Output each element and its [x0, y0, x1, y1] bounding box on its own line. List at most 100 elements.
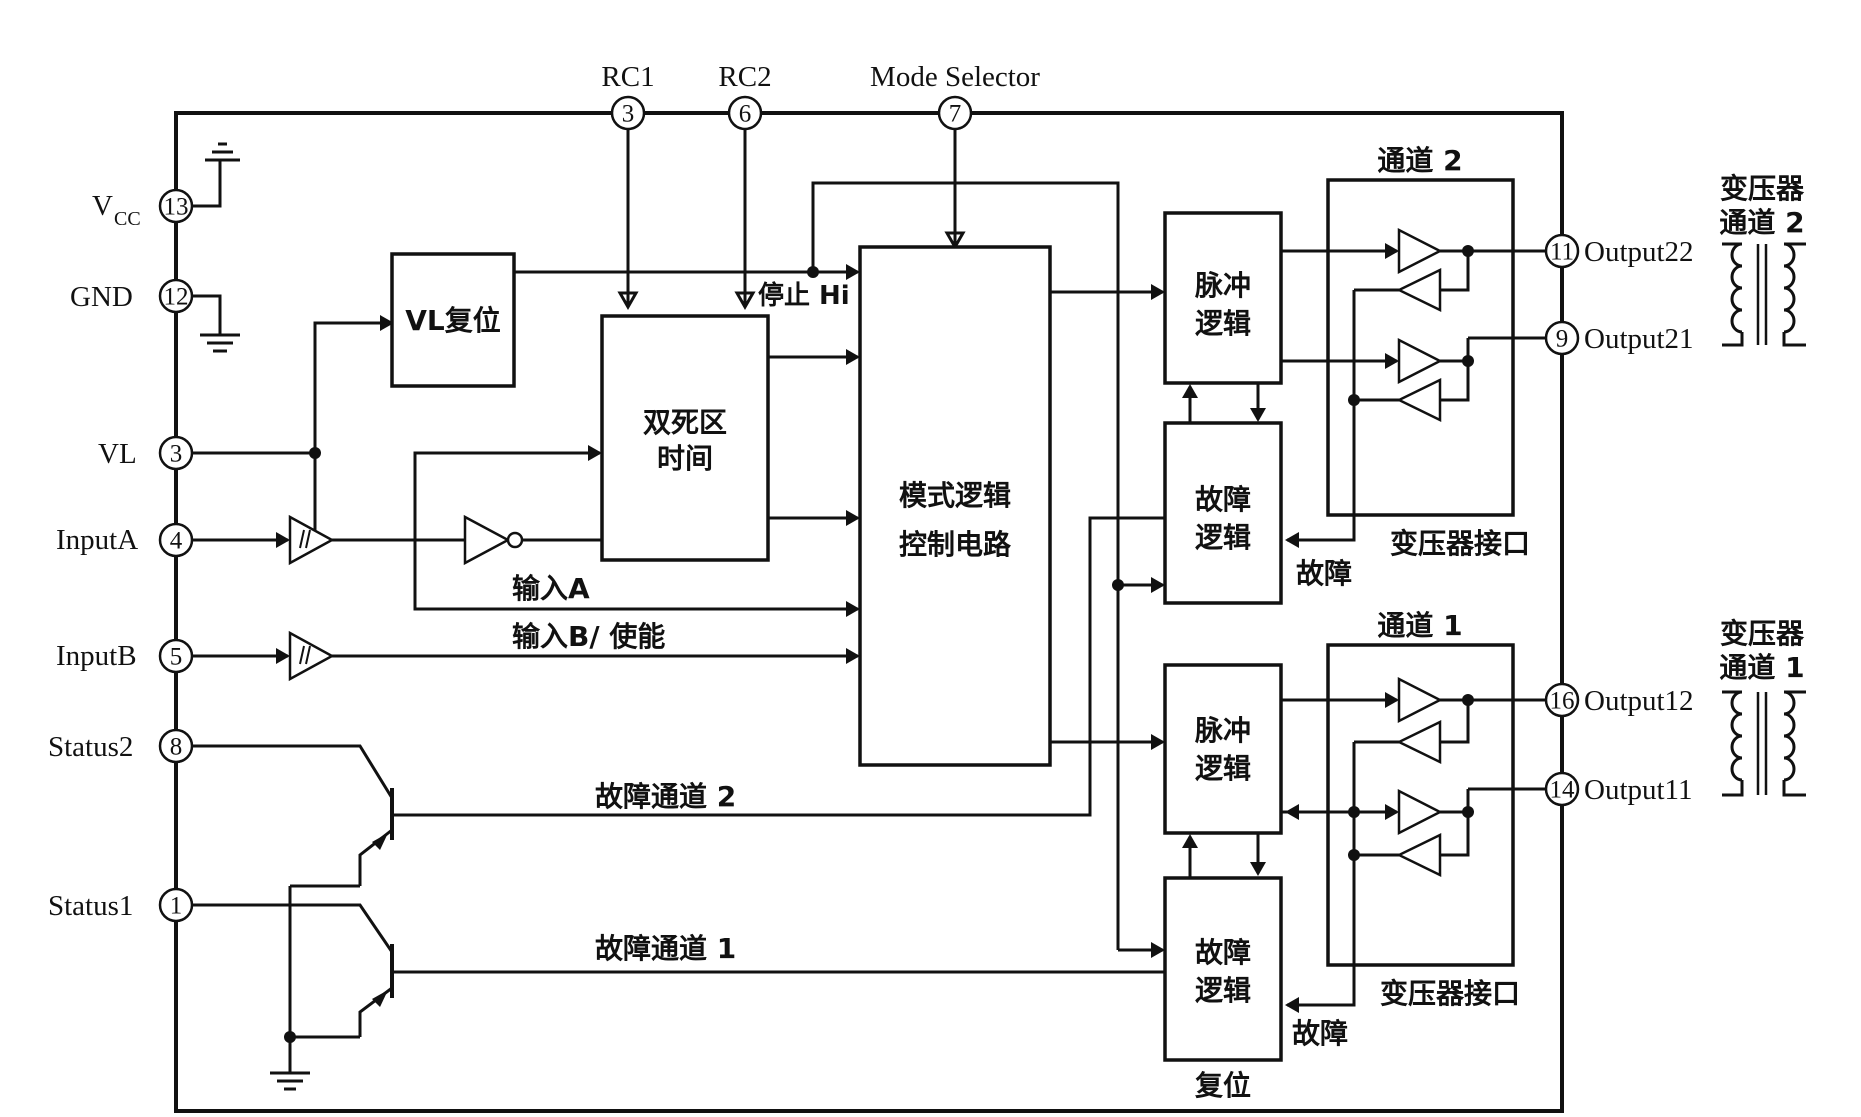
- label-fault-ch2: 故障通道 2: [595, 780, 736, 813]
- dead-time-label-1: 双死区: [643, 406, 727, 439]
- svg-text:1: 1: [170, 893, 183, 920]
- pin-rc1-label: RC1: [601, 61, 654, 93]
- ground-icon: [200, 333, 240, 353]
- wire-inputa-to-mode: [413, 540, 858, 611]
- arrow-rc1: [617, 291, 639, 311]
- mode-logic-block: [858, 245, 1052, 767]
- wire-inputa-to-deadtime: [413, 451, 600, 540]
- pin-vcc-subscript: CC: [114, 208, 141, 230]
- label-fault-ch2-interface: 故障: [1296, 557, 1352, 590]
- arrow: [1151, 577, 1165, 593]
- arrow: [1385, 243, 1399, 259]
- pulse-logic-ch2-label-1: 脉冲: [1195, 269, 1251, 302]
- label-fault-ch1: 故障通道 1: [595, 932, 736, 965]
- wire-sense21: [1440, 336, 1547, 402]
- svg-text:7: 7: [949, 101, 962, 128]
- driver-output11: [1397, 788, 1443, 836]
- fault-logic-ch2-label-2: 逻辑: [1195, 521, 1251, 554]
- inverter: [463, 514, 511, 566]
- arrow: [1385, 353, 1399, 369]
- schmitt-buffer-a: [288, 514, 335, 566]
- junction: [284, 1031, 296, 1043]
- pin-output22-label: Output22: [1584, 236, 1694, 268]
- pin-output12: 16 Output12: [1544, 682, 1694, 718]
- svg-text:9: 9: [1556, 326, 1569, 353]
- arrow: [1285, 532, 1299, 548]
- arrow: [846, 349, 860, 365]
- pin-status2: Status2 8: [48, 728, 194, 764]
- arrow: [1285, 997, 1299, 1013]
- arrow: [1250, 862, 1266, 876]
- mode-logic-label-2: 控制电路: [899, 528, 1012, 561]
- ground-icon: [270, 1071, 310, 1091]
- wire-vl-to-reset: [313, 321, 392, 540]
- label-input-b-enable: 输入B/ 使能: [512, 620, 665, 653]
- fault-logic-ch1-label-1: 故障: [1195, 936, 1251, 969]
- arrow: [1151, 284, 1165, 300]
- label-xfmr-ch1-a: 变压器: [1720, 617, 1805, 650]
- fault-logic-ch2-block: [1163, 421, 1283, 605]
- label-input-a: 输入A: [512, 572, 590, 605]
- label-reset: 复位: [1195, 1069, 1251, 1102]
- label-channel1: 通道 1: [1377, 609, 1462, 642]
- arrow: [1285, 804, 1299, 820]
- arrow: [276, 532, 290, 548]
- inverter-bubble: [506, 531, 524, 549]
- label-xfmr-ch2-b: 通道 2: [1719, 206, 1804, 239]
- arrow: [846, 648, 860, 664]
- pin-output21-label: Output21: [1584, 323, 1694, 355]
- svg-text:3: 3: [622, 101, 635, 128]
- pin-vl: VL 3: [98, 435, 194, 471]
- pin-inputb: InputB 5: [56, 638, 194, 674]
- transformer-ch2-icon: [1722, 242, 1806, 347]
- arrow-rc2: [734, 291, 756, 311]
- pin-mode-selector-label: Mode Selector: [870, 61, 1040, 93]
- arrow: [1151, 734, 1165, 750]
- pin-output11: 14 Output11: [1544, 771, 1692, 807]
- wire-sense11: [1440, 787, 1547, 857]
- pin-rc2: 6: [727, 95, 763, 131]
- label-stop-hi: 停止 Hi: [758, 280, 850, 311]
- pulse-logic-ch1-block: [1163, 663, 1283, 835]
- pulse-logic-ch1-label-2: 逻辑: [1195, 752, 1251, 785]
- svg-text:14: 14: [1550, 777, 1576, 804]
- pin-inputb-label: InputB: [56, 640, 137, 672]
- svg-text:8: 8: [170, 734, 183, 761]
- arrow: [1385, 804, 1399, 820]
- svg-text:3: 3: [170, 441, 183, 468]
- wire-sense12: [1440, 700, 1470, 744]
- pin-output22: 11 Output22: [1544, 233, 1694, 269]
- ground-icon: [205, 142, 240, 162]
- arrow: [846, 601, 860, 617]
- pin-output21: 9 Output21: [1544, 320, 1694, 356]
- mode-logic-label-1: 模式逻辑: [899, 479, 1011, 512]
- label-channel2: 通道 2: [1377, 144, 1462, 177]
- vl-reset-block: [390, 252, 516, 388]
- pin-gnd-label: GND: [70, 281, 133, 313]
- pin-status1-label: Status1: [48, 890, 133, 922]
- pin-output12-label: Output12: [1584, 685, 1694, 717]
- wire-fault-channel-2: [392, 516, 1165, 817]
- sense-buffer-output11: [1396, 832, 1442, 878]
- transistor-status2: [192, 744, 394, 886]
- sense-buffer-output21: [1396, 377, 1442, 423]
- pin-vl-label: VL: [98, 438, 137, 470]
- arrow: [276, 648, 290, 664]
- pin-vcc-label: V: [92, 190, 113, 222]
- svg-text:16: 16: [1550, 688, 1575, 715]
- label-xfmr-interface-ch2: 变压器接口: [1390, 527, 1530, 560]
- pin-rc1: 3: [610, 95, 646, 131]
- arrow: [1182, 834, 1198, 848]
- pin-rc2-label: RC2: [718, 61, 771, 93]
- fault-logic-ch2-label-1: 故障: [1195, 483, 1251, 516]
- wire-sense1-to-fault1: [1287, 742, 1356, 1007]
- arrow: [588, 445, 602, 461]
- transistor-status1: [192, 903, 394, 1037]
- svg-text:12: 12: [164, 284, 189, 311]
- wire-stop-hi-bus: [811, 181, 1120, 950]
- wire-sense2-to-fault2: [1287, 290, 1356, 542]
- arrow: [1250, 408, 1266, 422]
- driver-output21: [1397, 337, 1443, 385]
- driver-output12: [1397, 676, 1443, 724]
